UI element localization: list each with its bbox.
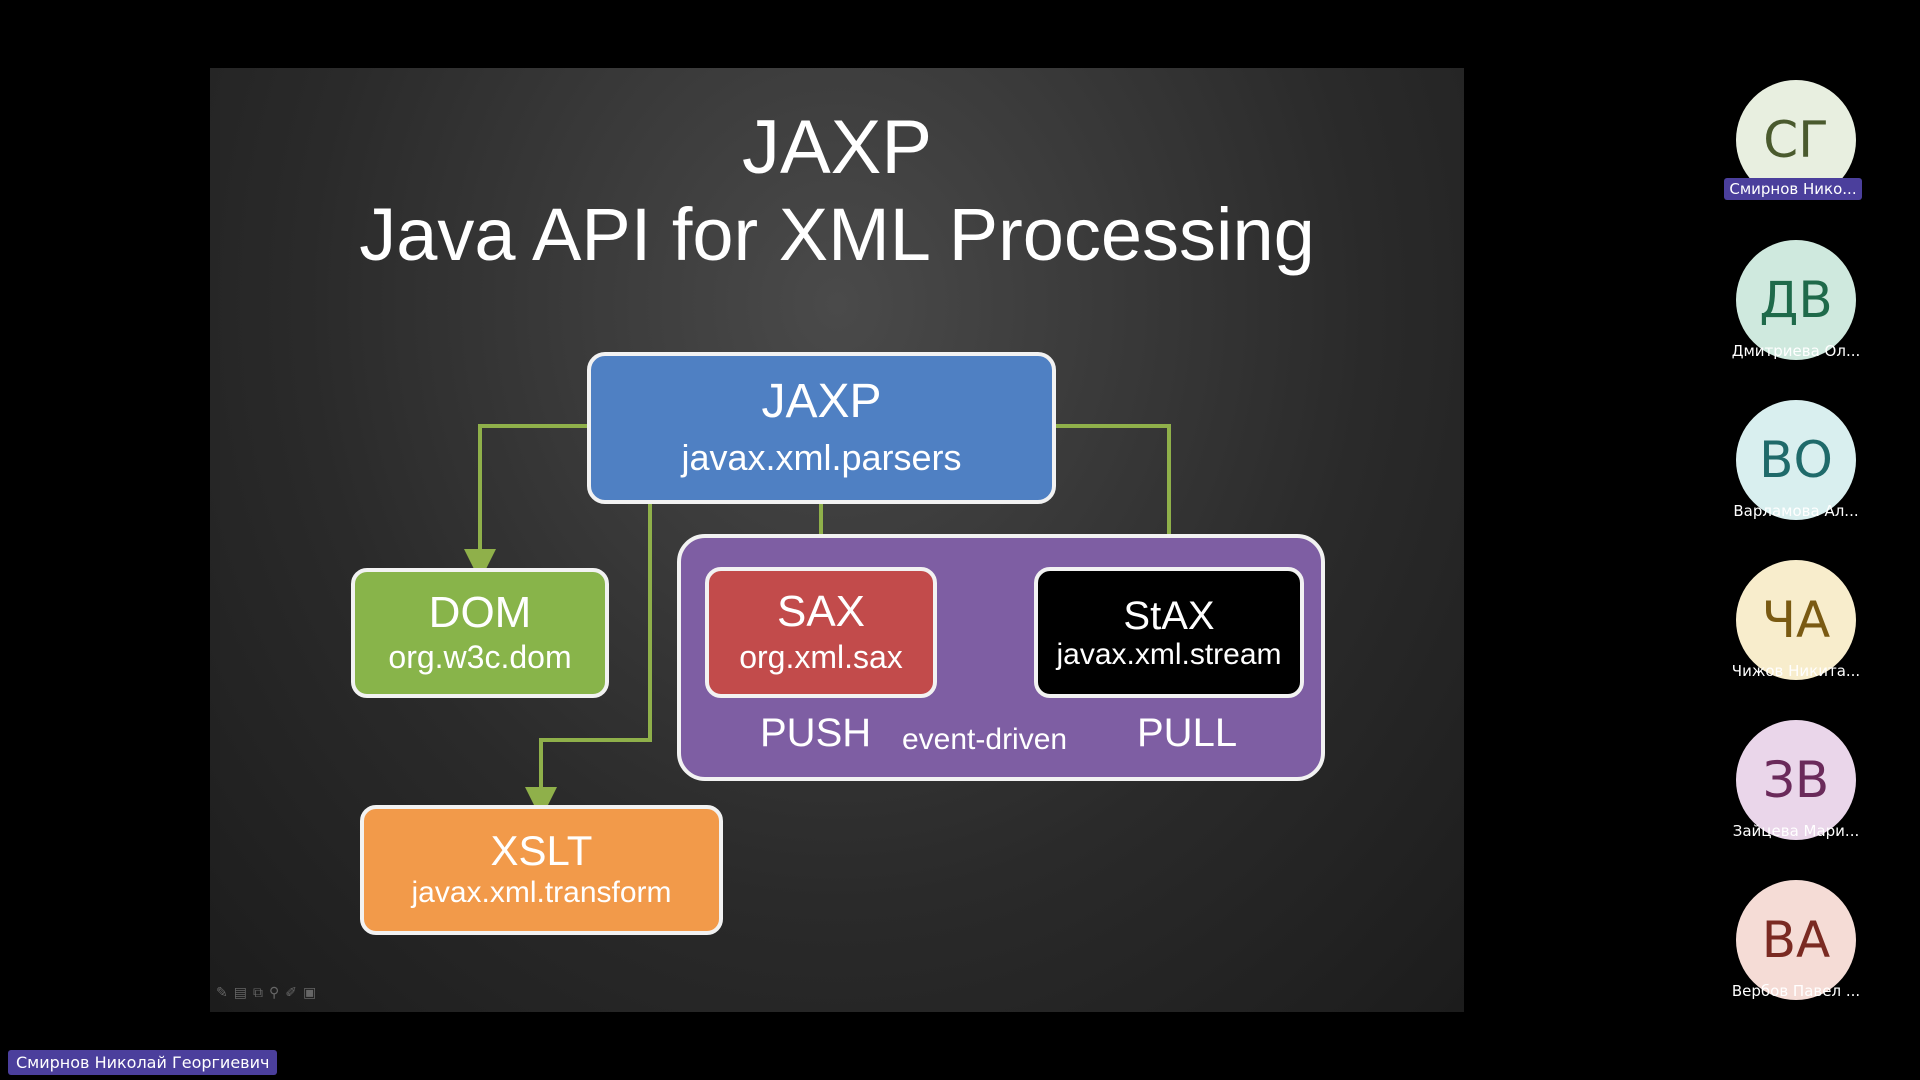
- dom-box: DOM org.w3c.dom: [351, 568, 609, 698]
- sax-box-title: SAX: [776, 587, 866, 637]
- slide-title: JAXP: [741, 105, 933, 190]
- avatar: ДВ: [1736, 240, 1856, 360]
- screen-icon[interactable]: ▣: [302, 984, 317, 1000]
- arrow-jaxp-to-dom: [464, 424, 587, 581]
- dom-box-subtitle: org.w3c.dom: [388, 639, 572, 676]
- arrow-jaxp-to-xslt: [525, 504, 652, 819]
- sax-box: SAX org.xml.sax: [705, 567, 937, 698]
- jaxp-box-subtitle: javax.xml.parsers: [681, 436, 962, 478]
- jaxp-box-title: JAXP: [761, 375, 882, 429]
- sax-box-subtitle: org.xml.sax: [739, 638, 903, 675]
- diagram-arrows: [464, 424, 1185, 819]
- presentation-slide: JAXP Java API for XML Processing JAXP ja…: [210, 68, 1464, 1012]
- pen-icon[interactable]: ✎: [216, 984, 228, 1000]
- participant-name: Зайцева Мари...: [1732, 822, 1860, 840]
- jaxp-box: JAXP javax.xml.parsers: [587, 352, 1056, 504]
- slides-icon[interactable]: ⧉: [252, 984, 263, 1000]
- stax-box-subtitle: javax.xml.stream: [1056, 638, 1282, 671]
- pull-label: PULL: [1137, 711, 1238, 755]
- xslt-box-subtitle: javax.xml.transform: [411, 876, 672, 910]
- dom-box-title: DOM: [428, 587, 532, 637]
- participant-name: Смирнов Нико...: [1724, 178, 1862, 200]
- link-icon[interactable]: ⚲: [268, 984, 280, 1000]
- avatar: ВО: [1736, 400, 1856, 520]
- arrow-jaxp-to-stax: [1056, 424, 1185, 580]
- xslt-box-title: XSLT: [490, 827, 593, 875]
- participant-name: Варламова Ал...: [1733, 502, 1859, 520]
- participant-name: Вербов Павел ...: [1731, 982, 1861, 1000]
- event-driven-label: event-driven: [902, 723, 1068, 756]
- presenter-name-badge: Смирнов Николай Георгиевич: [8, 1050, 278, 1075]
- slide-subtitle: Java API for XML Processing: [359, 193, 1315, 276]
- board-icon[interactable]: ▤: [233, 984, 247, 1000]
- xslt-box: XSLT javax.xml.transform: [360, 805, 723, 935]
- stax-box: StAX javax.xml.stream: [1034, 567, 1304, 698]
- avatar: ВА: [1736, 880, 1856, 1000]
- avatar: ЧА: [1736, 560, 1856, 680]
- stax-box-title: StAX: [1123, 594, 1215, 638]
- participant-name: Чижов Никита...: [1731, 662, 1861, 680]
- avatar: ЗВ: [1736, 720, 1856, 840]
- marker-icon[interactable]: ✐: [285, 984, 297, 1000]
- slide-toolbar: ✎ ▤ ⧉ ⚲ ✐ ▣: [216, 984, 316, 1001]
- push-label: PUSH: [760, 711, 872, 755]
- participant-name: Дмитриева Ол...: [1731, 342, 1861, 360]
